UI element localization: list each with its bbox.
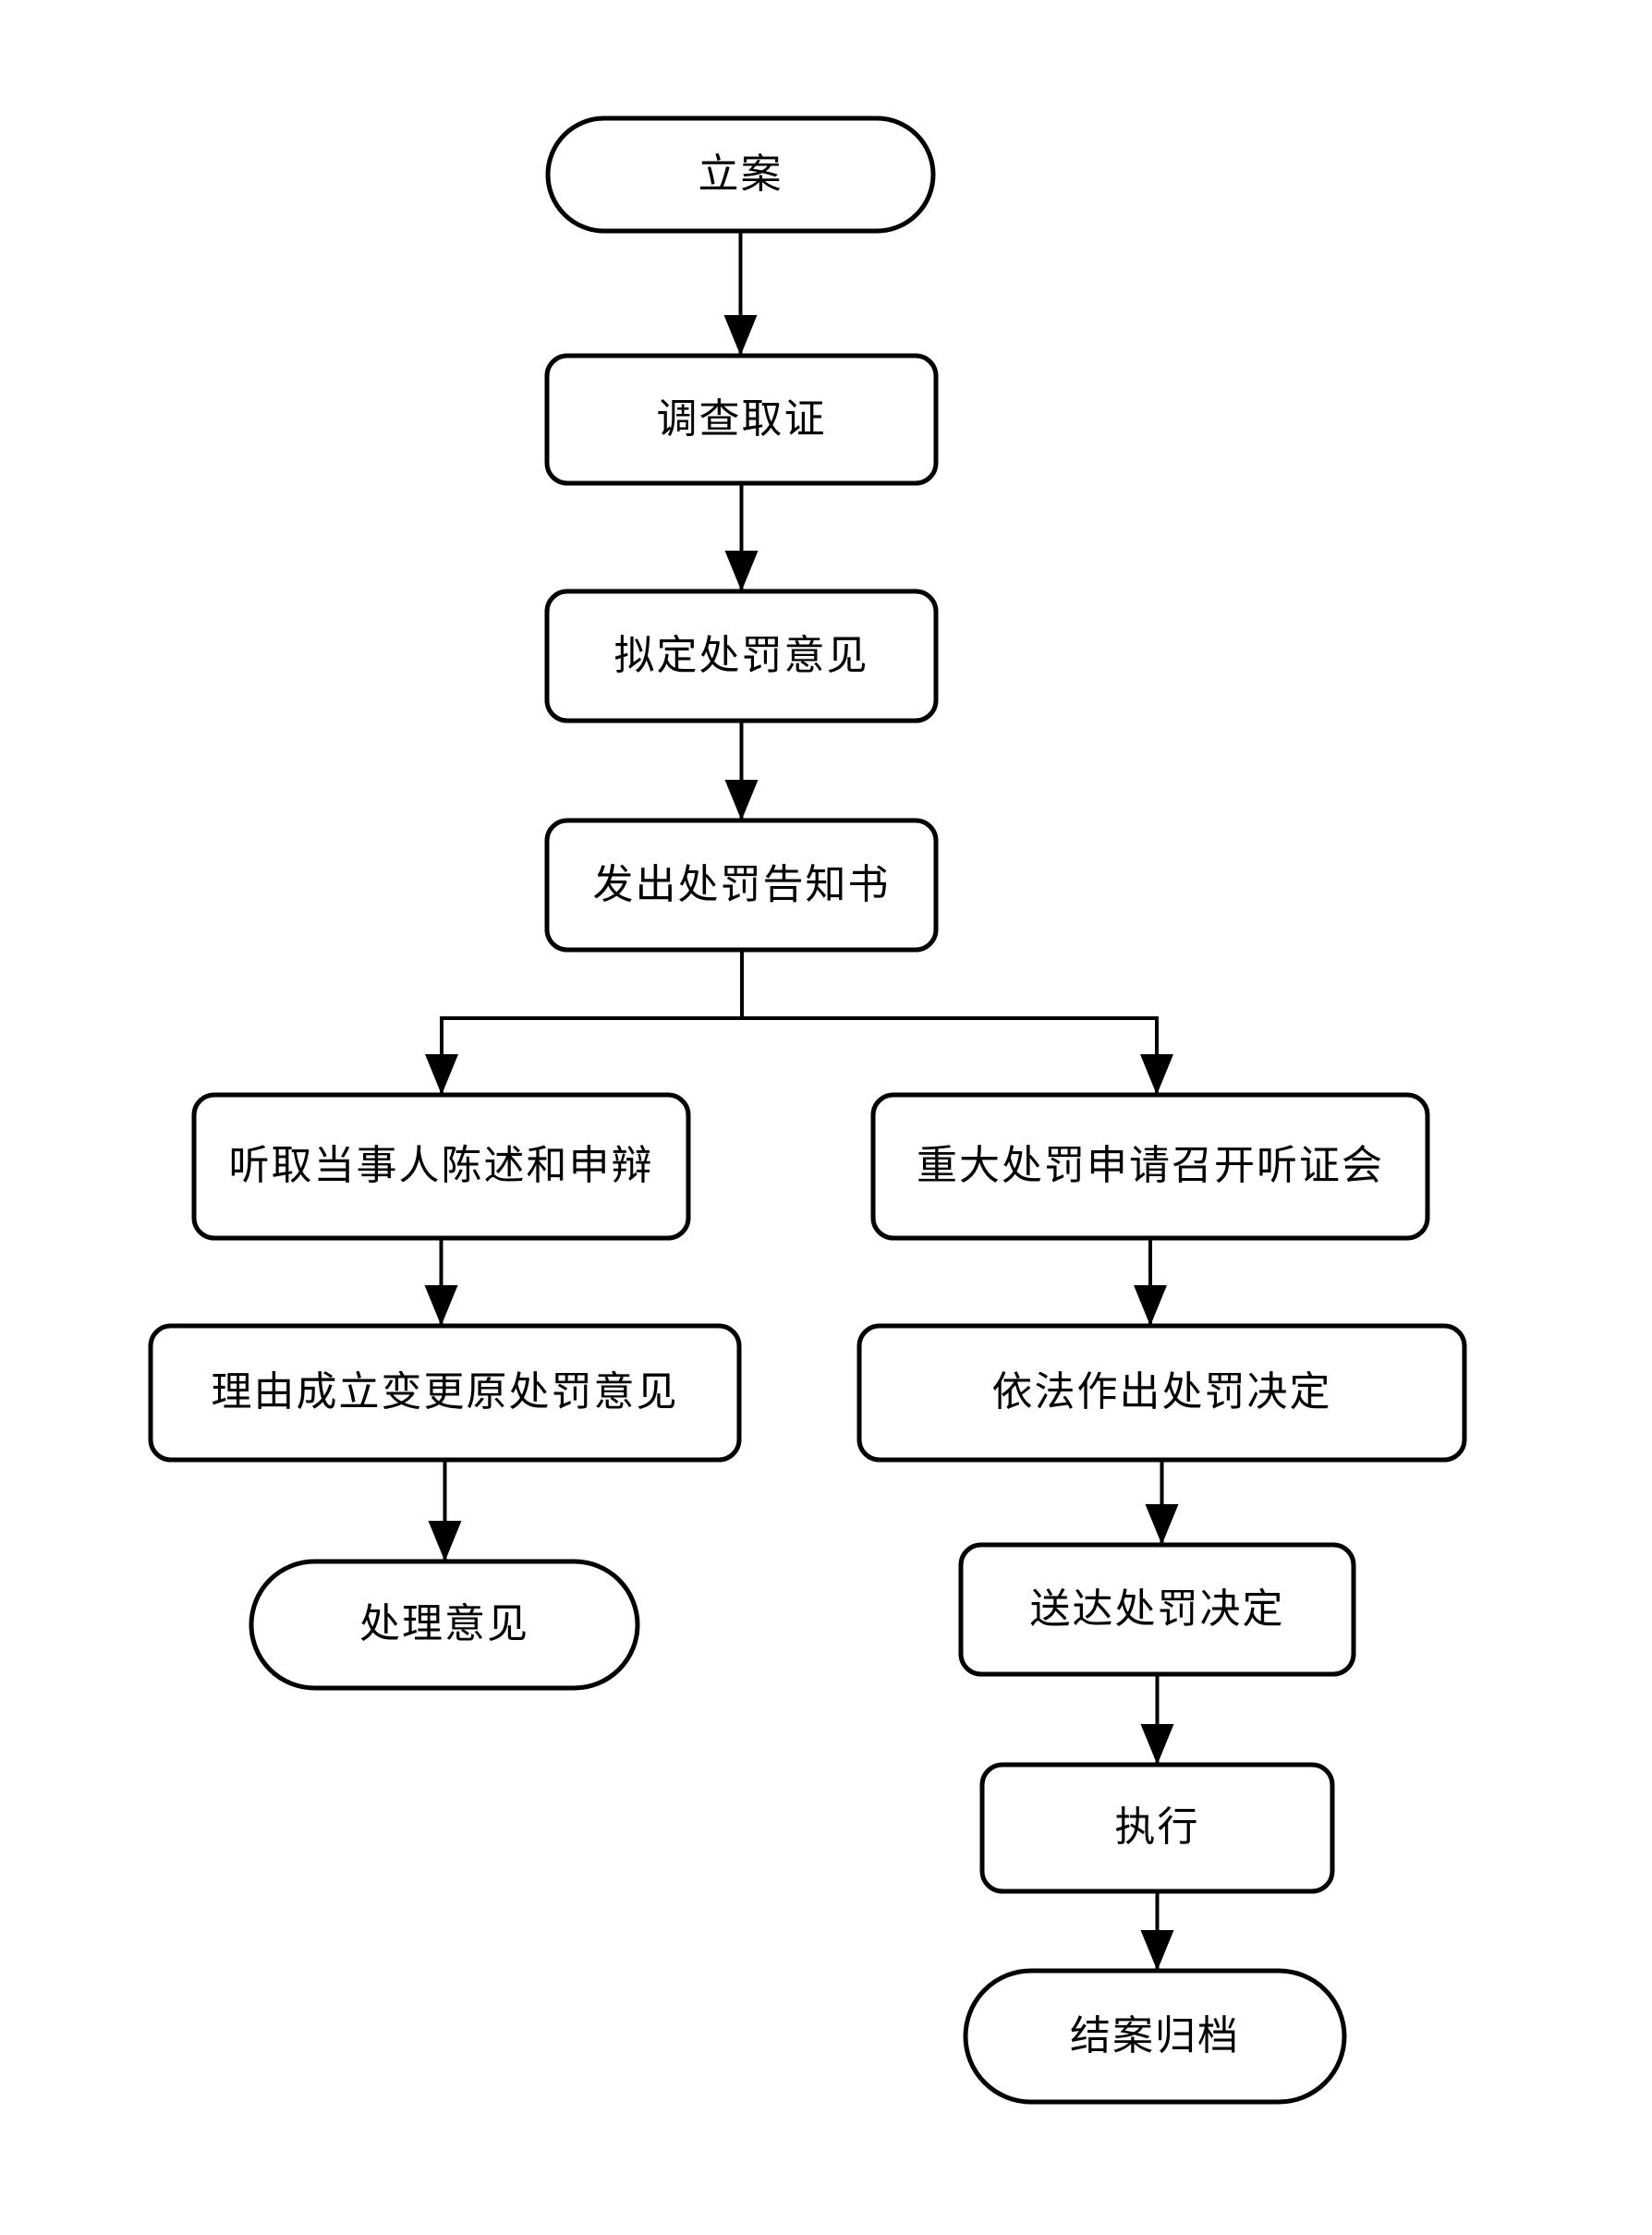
flow-node-n6[interactable] <box>870 1092 1430 1241</box>
flow-node-n1[interactable] <box>545 115 936 234</box>
flow-node-n11[interactable] <box>979 1762 1335 1894</box>
nodes-layer <box>148 115 1467 2105</box>
flow-node-n4[interactable] <box>544 818 939 953</box>
flow-node-n9[interactable] <box>249 1559 640 1691</box>
flow-node-n2[interactable] <box>544 353 939 486</box>
flow-node-n5[interactable] <box>191 1092 691 1241</box>
edges-layer <box>424 231 1179 1971</box>
flow-edge-e4 <box>425 950 744 1095</box>
flow-node-n7[interactable] <box>148 1323 742 1463</box>
flow-node-n8[interactable] <box>856 1323 1467 1463</box>
flow-node-n10[interactable] <box>958 1542 1356 1677</box>
flow-node-n12[interactable] <box>963 1968 1347 2105</box>
flow-edge-e5 <box>740 950 1173 1095</box>
flow-node-n3[interactable] <box>544 589 939 723</box>
